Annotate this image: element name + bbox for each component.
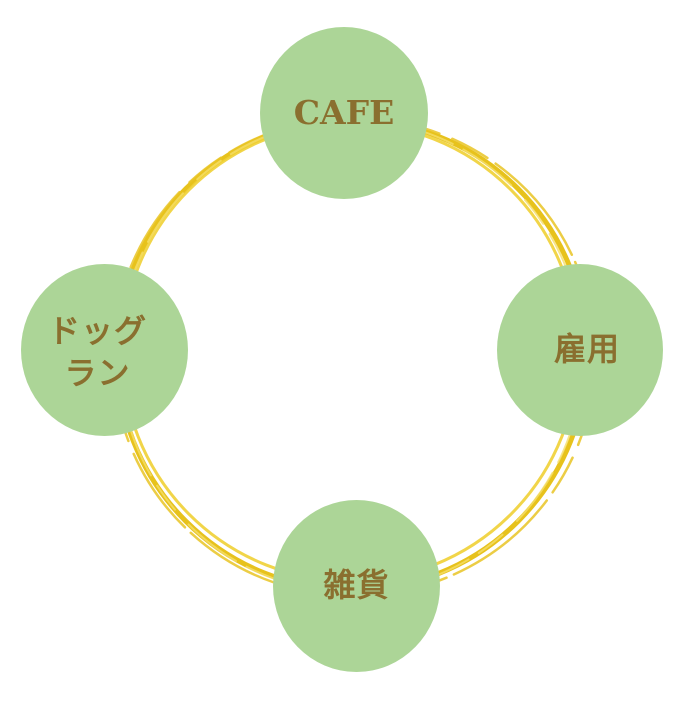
cafe-label: CAFE — [293, 92, 395, 132]
dog-run-label-line2: ラン — [64, 354, 131, 392]
node-employment: 雇用 — [497, 264, 663, 436]
node-dog-run: ドッグ ラン — [21, 264, 188, 436]
goods-label: 雑貨 — [323, 566, 390, 605]
employment-label: 雇用 — [553, 330, 620, 369]
node-goods: 雑貨 — [273, 500, 440, 672]
node-cafe: CAFE — [260, 27, 428, 199]
dog-run-label-line1: ドッグ — [47, 312, 147, 351]
